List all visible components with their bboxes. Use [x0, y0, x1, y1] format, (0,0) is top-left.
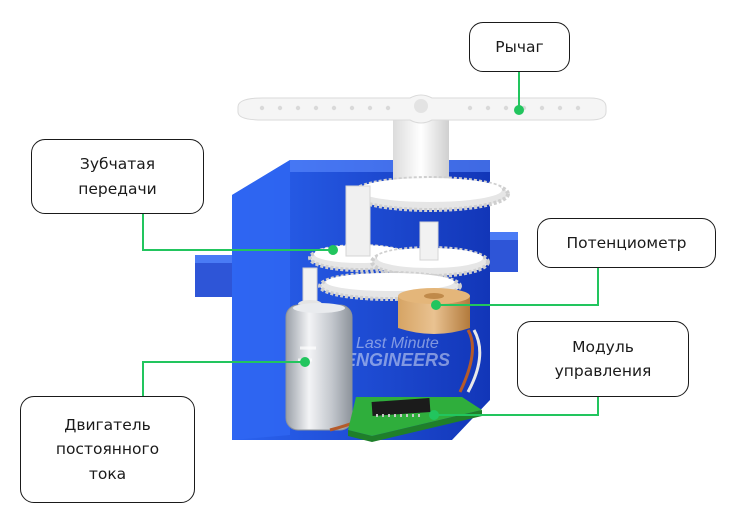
label-gears-line-1: Зубчатая [79, 155, 156, 174]
gear-large-top [350, 176, 510, 212]
label-pot-line-1: Потенциометр [566, 233, 687, 252]
connector-pot [436, 268, 599, 306]
potentiometer [398, 288, 470, 334]
watermark: Last Minute ENGINEERS [344, 335, 450, 370]
dot-gears [328, 245, 338, 255]
label-arm: Рычаг [469, 22, 570, 72]
label-arm-line-1: Рычаг [495, 37, 544, 56]
dot-arm [514, 105, 524, 115]
label-control-line-2: управления [554, 362, 652, 380]
connector-lines [142, 72, 599, 416]
label-gears: Зубчатая передачи [31, 139, 204, 214]
label-motor-line-2: постоянного [55, 440, 160, 459]
connector-dots [300, 105, 524, 420]
label-motor-line-1: Двигатель [64, 416, 151, 435]
watermark-line-2: ENGINEERS [344, 350, 450, 370]
dot-pot [431, 300, 441, 310]
label-dc-motor: Двигатель постоянного тока [20, 396, 195, 503]
label-control-line-1: Модуль [572, 337, 634, 356]
connector-motor [142, 361, 305, 396]
label-control-module: Модуль управления [517, 321, 689, 397]
dot-motor [300, 357, 310, 367]
control-board [348, 397, 482, 442]
gear-lower [318, 271, 462, 301]
servo-horn [237, 94, 607, 124]
label-motor-line-3: тока [88, 464, 127, 483]
watermark-line-1: Last Minute [356, 335, 439, 352]
label-gears-line-2: передачи [78, 179, 157, 198]
connector-control [434, 397, 599, 416]
connector-gears [142, 214, 333, 251]
label-potentiometer: Потенциометр [537, 218, 716, 268]
dot-control [429, 410, 439, 420]
dc-motor [285, 303, 353, 431]
